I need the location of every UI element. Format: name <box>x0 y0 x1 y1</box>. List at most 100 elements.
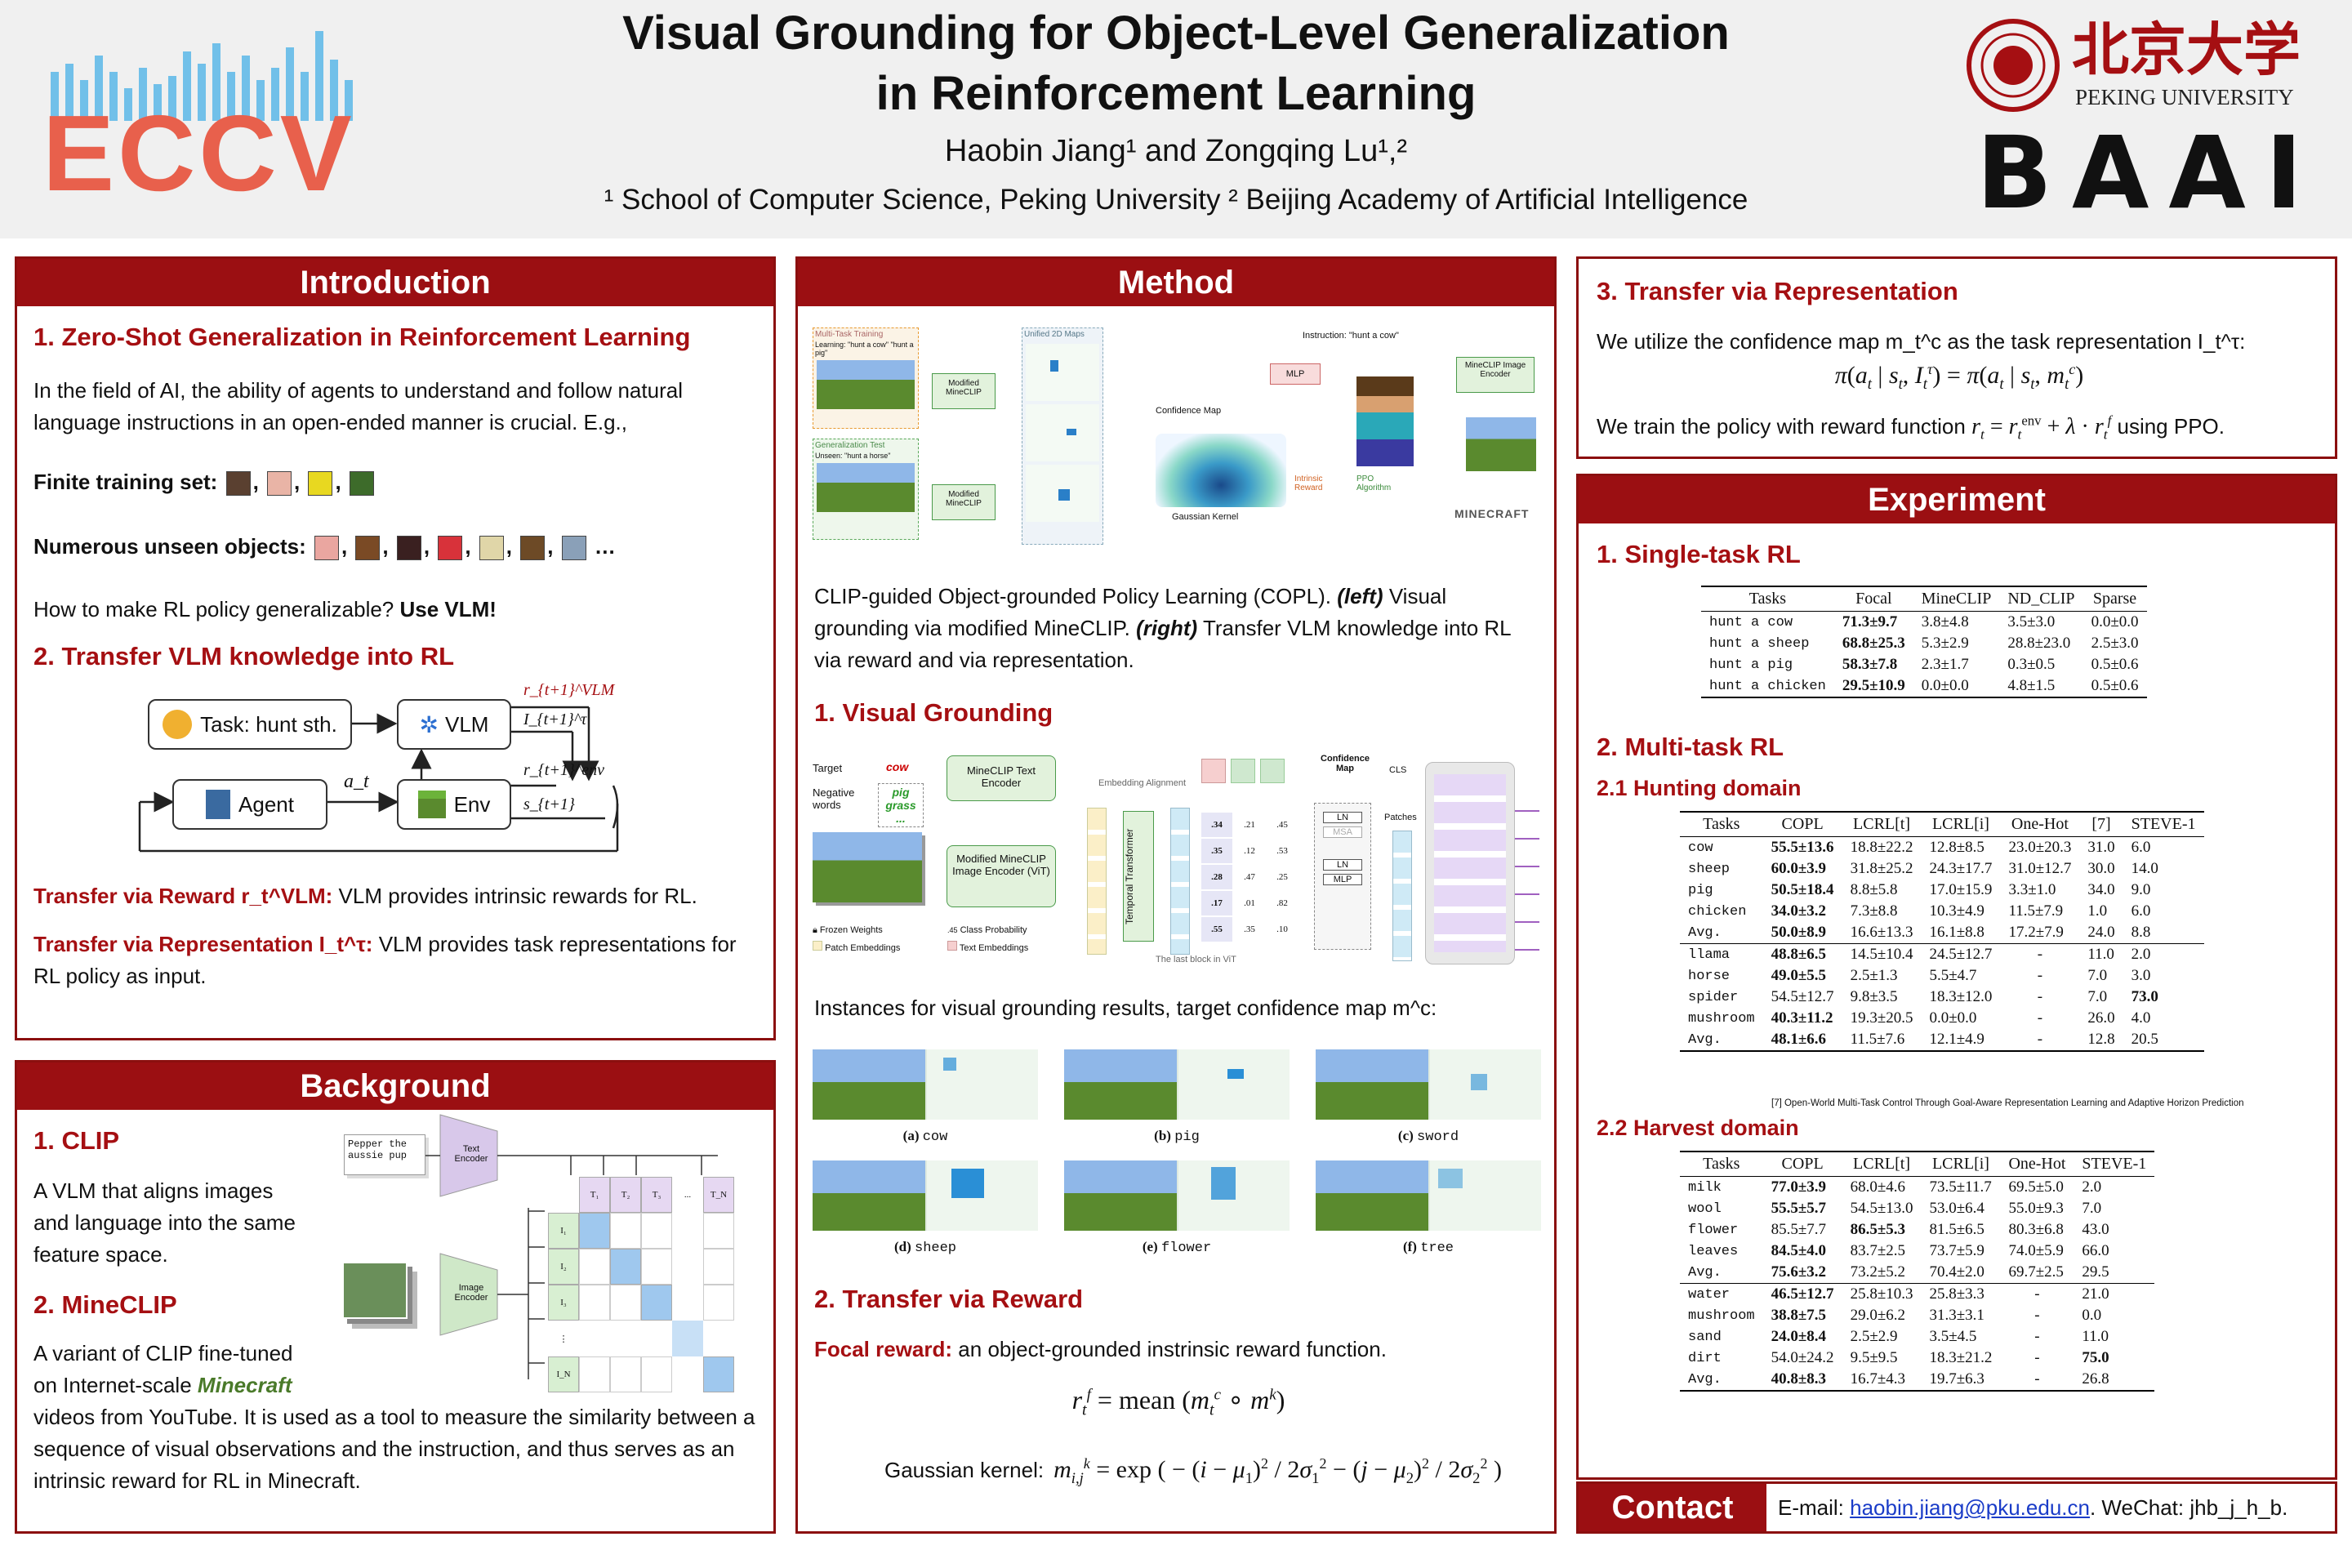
prob-cell: .45 <box>1276 820 1288 830</box>
instance-cow-image <box>813 1049 1038 1120</box>
gaussian-kernel-label: Gaussian kernel: <box>884 1457 1045 1482</box>
table-cell: 0.0±0.0 <box>2091 613 2139 630</box>
mineclip-title: 2. MineCLIP <box>33 1290 177 1319</box>
table-cell: 5.3±2.9 <box>1921 635 1969 652</box>
mineclip-text-top: A variant of CLIP fine-tuned on Internet… <box>33 1338 311 1401</box>
harvest-domain-title: 2.2 Harvest domain <box>1597 1116 1799 1140</box>
copl-overview-figure: Multi-Task Training Learning: "hunt a co… <box>813 327 1541 545</box>
table-cell: Avg. <box>1680 1369 1763 1392</box>
pku-cn-name: 北京大学 <box>2072 16 2301 83</box>
r-vlm-label: r_{t+1}^VLM <box>523 681 615 699</box>
table-cell: 31.0±12.7 <box>2008 860 2072 877</box>
pku-en-name: PEKING UNIVERSITY <box>2075 85 2294 109</box>
prob-cell: .17 <box>1201 891 1232 915</box>
hunting-footnote: [7] Open-World Multi-Task Control Throug… <box>1771 1098 2244 1108</box>
table-cell: 69.7±2.5 <box>2008 1263 2064 1281</box>
table-cell: 80.3±6.8 <box>2008 1221 2064 1238</box>
modified-mineclip-bottom: Modified MineCLIP <box>932 484 996 520</box>
prob-cell: .21 <box>1244 820 1255 830</box>
hunt-header: LCRL[t] <box>1842 811 1922 837</box>
instruction-label: Instruction: "hunt a cow" <box>1303 331 1399 341</box>
env-box: Env <box>397 779 511 830</box>
prob-cell: .35 <box>1244 924 1255 934</box>
flower-icon <box>308 471 333 497</box>
repr-transfer-line: Transfer via Representation I_t^τ: VLM p… <box>33 929 757 992</box>
table-cell: Avg. <box>1680 1029 1763 1052</box>
table-cell: 29.5 <box>2082 1263 2109 1281</box>
table-cell: 16.7±4.3 <box>1842 1369 1922 1392</box>
focal-reward-label: Focal reward: <box>814 1337 953 1361</box>
table-cell: 0.0 <box>2082 1307 2102 1324</box>
vlm-box: ✲ VLM <box>397 699 511 750</box>
table-cell: 54.5±13.0 <box>1850 1200 1913 1217</box>
instance-sword-caption: (c) sword <box>1397 1128 1459 1145</box>
generalization-label: Generalization Test <box>815 441 885 450</box>
table-cell: chicken <box>1688 903 1747 920</box>
table-cell: 28.8±23.0 <box>2007 635 2071 652</box>
instance-tree-image <box>1316 1160 1541 1231</box>
horse-icon <box>355 536 381 561</box>
output-embeddings-col <box>1170 808 1190 955</box>
instance-flower-caption: (e) flower <box>1142 1239 1212 1256</box>
table-cell: 17.0±15.9 <box>1929 881 1993 898</box>
affiliations: ¹ School of Computer Science, Peking Uni… <box>604 184 1748 216</box>
caption-right: (right) <box>1136 616 1198 640</box>
minecraft-logo: MINECRAFT <box>1454 507 1530 520</box>
intro-section-2-title: 2. Transfer VLM knowledge into RL <box>33 642 455 670</box>
answer-text: Use VLM! <box>399 597 497 621</box>
table-cell: 3.3±1.0 <box>2008 881 2056 898</box>
hunt-header: Tasks <box>1680 811 1763 837</box>
pig-icon <box>267 471 292 497</box>
single-header: MineCLIP <box>1913 586 2000 612</box>
clip-title: 1. CLIP <box>33 1126 120 1155</box>
harvest-header: Tasks <box>1680 1151 1763 1177</box>
network-icon: ✲ <box>419 711 439 737</box>
table-cell: horse <box>1688 968 1731 984</box>
generalization-box: Generalization Test Unseen: "hunt a hors… <box>813 439 919 540</box>
multi-task-title: 2. Multi-task RL <box>1597 733 1784 761</box>
table-cell: 7.0 <box>2087 967 2108 984</box>
target-label: Target <box>813 762 843 774</box>
table-cell: 0.3±0.5 <box>2007 656 2056 673</box>
patch-embeddings-col <box>1087 808 1107 955</box>
learning-frame <box>817 360 915 409</box>
contact-heading: Contact <box>1579 1484 1766 1531</box>
instance-pig-image <box>1064 1049 1290 1120</box>
table-cell: 29.0±6.2 <box>1850 1307 1905 1324</box>
last-block-label: The last block in ViT <box>1156 955 1236 964</box>
table-cell: 8.8±5.8 <box>1850 881 1898 898</box>
table-cell: 2.0 <box>2082 1178 2102 1196</box>
state-label: s_{t+1} <box>523 795 575 813</box>
instances-grid: (a) cow (b) pig (c) sword (d) sheep (e) … <box>813 1049 1541 1270</box>
baai-logo: BAAI <box>1976 115 2323 231</box>
table-cell: 40.8±8.3 <box>1762 1369 1842 1392</box>
table-cell: 29.5±10.9 <box>1833 675 1913 698</box>
legend-class-prob: Class Probability <box>960 925 1027 935</box>
lock-icon: 🔒︎ <box>813 925 817 935</box>
email-link[interactable]: haobin.jiang@pku.edu.cn <box>1850 1495 2090 1520</box>
text-emb-1: T₁ <box>579 1177 610 1213</box>
hunt-header: [7] <box>2079 811 2123 837</box>
action-label: a_t <box>344 771 369 792</box>
caption-mid: Visual grounding via modified MineCLIP. <box>814 584 1447 640</box>
table-cell: Avg. <box>1688 924 1722 941</box>
text-emb-n: T_N <box>703 1177 734 1213</box>
table-cell: hunt a chicken <box>1701 675 1834 698</box>
reward-function-equation: rt = rtenv + λ · rtf <box>1971 412 2112 443</box>
vlm-label: VLM <box>445 711 489 737</box>
caption-end: Transfer VLM knowledge into RL via rewar… <box>814 616 1511 672</box>
visual-grounding-figure: Target cow Negative words pig grass ... … <box>813 754 1541 968</box>
table-cell: 54.5±12.7 <box>1771 988 1834 1005</box>
rep-text-2a: We train the policy with reward function <box>1597 414 1966 439</box>
